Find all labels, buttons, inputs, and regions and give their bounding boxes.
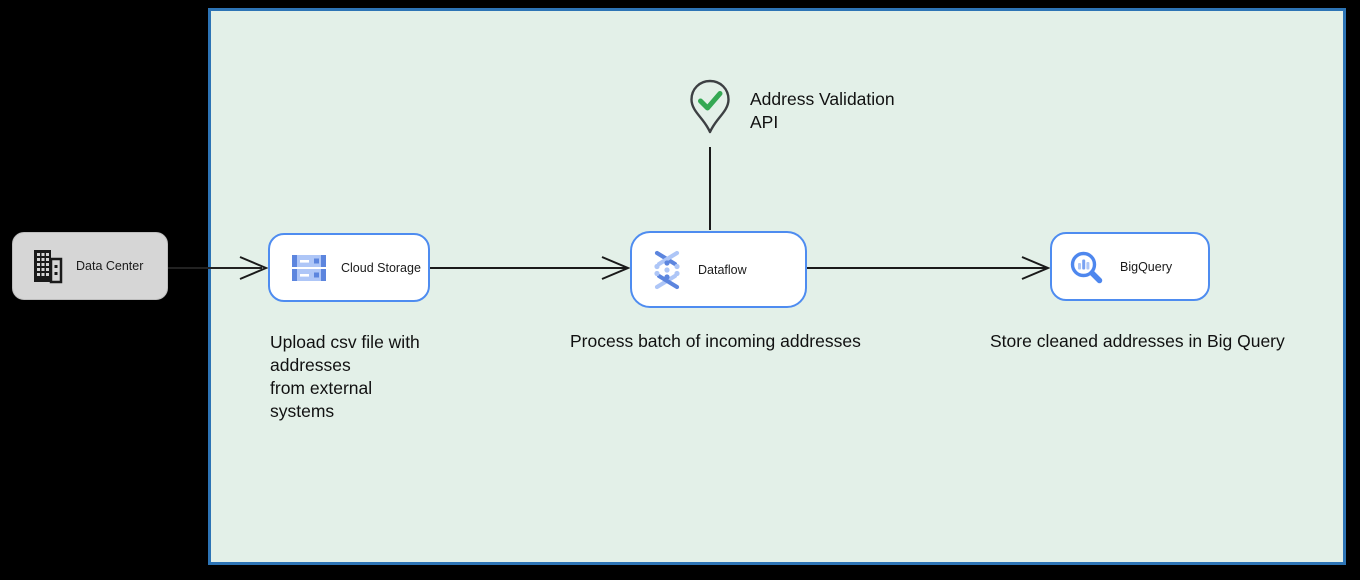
dataflow-caption: Process batch of incoming addresses — [570, 331, 861, 351]
address-validation-label: Address Validation API — [750, 89, 895, 132]
node-cloud-storage[interactable]: Cloud Storage — [268, 233, 430, 302]
node-dataflow[interactable]: Dataflow — [630, 231, 807, 308]
node-bigquery[interactable]: BigQuery — [1050, 232, 1210, 301]
building-icon — [31, 248, 63, 284]
node-data-center[interactable]: Data Center — [12, 232, 168, 300]
map-pin-check-icon — [687, 78, 733, 136]
node-address-validation-pin[interactable] — [687, 78, 733, 141]
dataflow-label: Dataflow — [698, 262, 747, 277]
cloud-storage-label: Cloud Storage — [341, 260, 421, 275]
bigquery-label: BigQuery — [1120, 259, 1173, 274]
cloud-storage-caption: Upload csv file with addresses from exte… — [270, 332, 420, 421]
dataflow-icon — [650, 250, 684, 290]
cloud-storage-icon — [290, 252, 328, 284]
bigquery-caption: Store cleaned addresses in Big Query — [990, 331, 1285, 351]
data-center-label: Data Center — [76, 259, 144, 273]
bigquery-icon — [1068, 249, 1104, 285]
